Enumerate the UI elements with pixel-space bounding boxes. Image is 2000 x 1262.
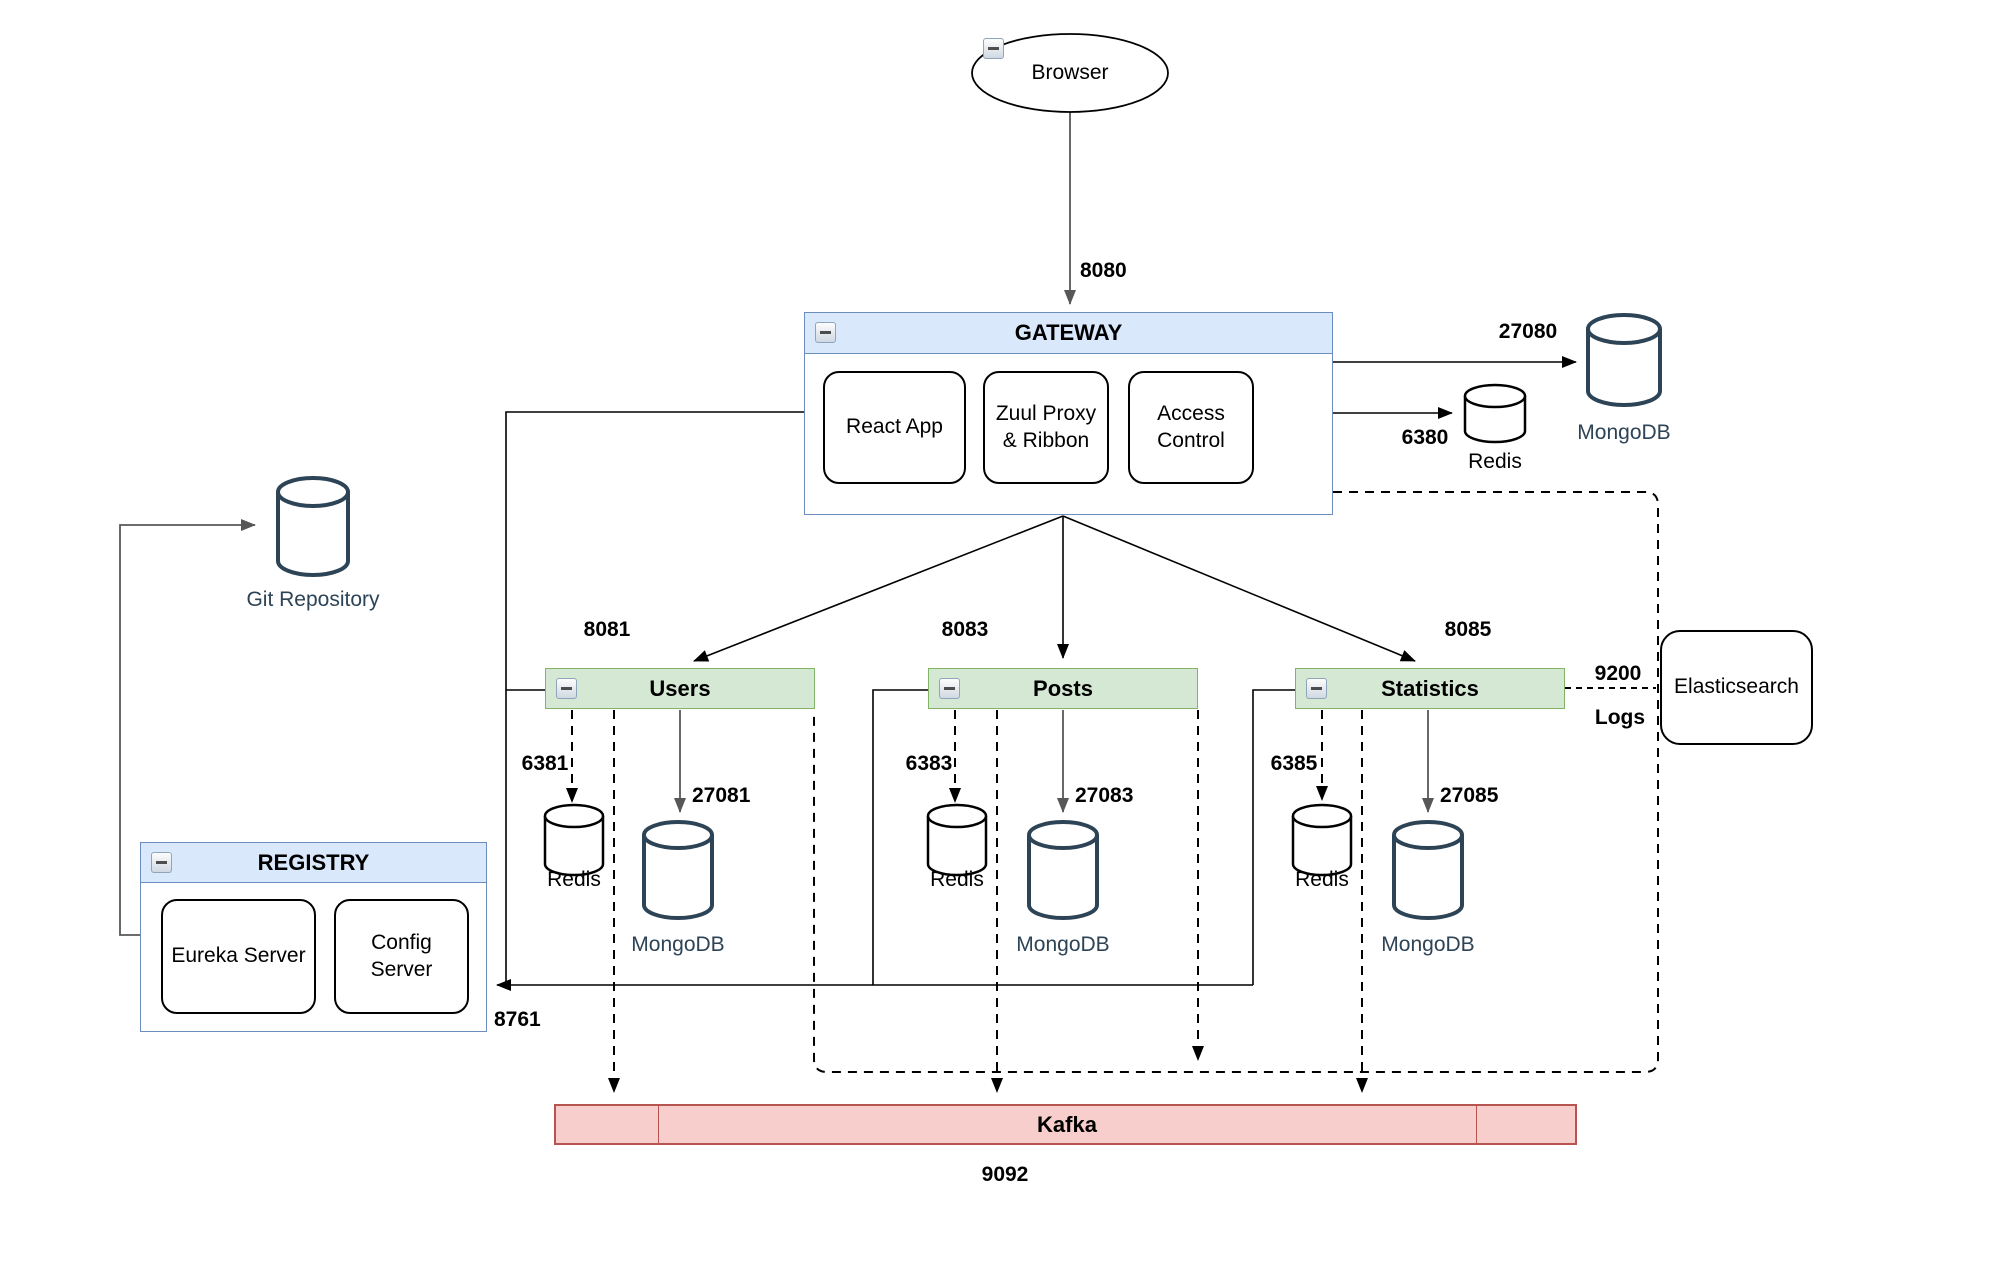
port-label-8085: 8085 <box>1444 618 1492 641</box>
port-label-27083: 27083 <box>1075 784 1134 807</box>
collapse-icon[interactable] <box>815 322 836 343</box>
port-label-8083: 8083 <box>941 618 989 641</box>
collapse-icon[interactable] <box>939 678 960 699</box>
collapse-icon[interactable] <box>556 678 577 699</box>
users-redis-label: Redis <box>547 868 601 891</box>
registry-title: REGISTRY <box>257 849 370 875</box>
users-redis-cylinder <box>543 803 605 877</box>
port-label-6381: 6381 <box>521 752 569 775</box>
users-mongodb-label: MongoDB <box>631 933 725 956</box>
kafka-label: Kafka <box>1037 1111 1097 1137</box>
gateway-mongodb-label: MongoDB <box>1577 421 1671 444</box>
edge-gateway-statistics <box>1062 515 1416 662</box>
collapse-icon[interactable] <box>983 38 1004 59</box>
statistics-mongodb-cylinder <box>1392 820 1464 920</box>
edge-gateway-users <box>693 515 1064 662</box>
port-label-6380: 6380 <box>1401 426 1449 449</box>
edge-registry-bus-statistics <box>1252 689 1295 985</box>
kafka-divider <box>658 1106 659 1143</box>
port-label-8081: 8081 <box>583 618 631 641</box>
port-label-6385: 6385 <box>1270 752 1318 775</box>
git-repository-label: Git Repository <box>246 588 380 611</box>
edge-registry-bus-posts <box>872 689 928 985</box>
port-label-8080: 8080 <box>1080 259 1127 282</box>
dashed-edges <box>566 491 1659 1093</box>
statistics-redis-label: Redis <box>1295 868 1349 891</box>
users-mongodb-cylinder <box>642 820 714 920</box>
gateway-mongodb-cylinder <box>1586 313 1662 407</box>
posts-mongodb-cylinder <box>1027 820 1099 920</box>
gateway-react-app-node[interactable]: React App <box>823 371 966 484</box>
posts-mongodb-label: MongoDB <box>1016 933 1110 956</box>
gateway-redis-label: Redis <box>1468 450 1522 473</box>
gray-edges <box>119 112 1434 936</box>
browser-shape <box>971 33 1169 113</box>
registry-header[interactable]: REGISTRY <box>141 843 486 883</box>
statistics-title: Statistics <box>1381 675 1479 701</box>
port-label-9200: 9200 <box>1594 662 1642 685</box>
gateway-header[interactable]: GATEWAY <box>805 313 1332 354</box>
users-title: Users <box>649 675 711 701</box>
solid-edges <box>496 356 1577 991</box>
port-label-6383: 6383 <box>905 752 953 775</box>
edge-logs-bus <box>813 491 1659 1073</box>
gateway-zuul-node[interactable]: Zuul Proxy & Ribbon <box>983 371 1109 484</box>
registry-config-node[interactable]: Config Server <box>334 899 469 1014</box>
logs-label: Logs <box>1594 706 1646 729</box>
port-label-27081: 27081 <box>692 784 751 807</box>
collapse-icon[interactable] <box>151 852 172 873</box>
service-header-users[interactable]: Users <box>545 668 815 709</box>
edge-registry-git <box>119 519 256 936</box>
edge-registry-bus-gateway <box>505 411 804 985</box>
posts-title: Posts <box>1033 675 1093 701</box>
port-label-8761: 8761 <box>494 1008 541 1031</box>
statistics-mongodb-label: MongoDB <box>1381 933 1475 956</box>
kafka-bar[interactable]: Kafka <box>554 1104 1577 1145</box>
posts-redis-cylinder <box>926 803 988 877</box>
gateway-container[interactable]: GATEWAY React App Zuul Proxy & Ribbon Ac… <box>804 312 1333 515</box>
kafka-divider <box>1476 1106 1477 1143</box>
elasticsearch-node[interactable]: Elasticsearch <box>1660 630 1813 745</box>
gateway-redis-cylinder <box>1463 383 1527 444</box>
git-repository-cylinder <box>276 476 350 577</box>
service-header-statistics[interactable]: Statistics <box>1295 668 1565 709</box>
gateway-access-control-node[interactable]: Access Control <box>1128 371 1254 484</box>
service-header-posts[interactable]: Posts <box>928 668 1198 709</box>
statistics-redis-cylinder <box>1291 803 1353 877</box>
gateway-title: GATEWAY <box>1014 320 1123 345</box>
port-label-27080: 27080 <box>1498 320 1558 343</box>
port-label-9092: 9092 <box>981 1163 1029 1186</box>
port-label-27085: 27085 <box>1440 784 1499 807</box>
collapse-icon[interactable] <box>1306 678 1327 699</box>
registry-container[interactable]: REGISTRY Eureka Server Config Server <box>140 842 487 1032</box>
registry-eureka-node[interactable]: Eureka Server <box>161 899 316 1014</box>
browser-label: Browser <box>1031 61 1109 84</box>
posts-redis-label: Redis <box>930 868 984 891</box>
